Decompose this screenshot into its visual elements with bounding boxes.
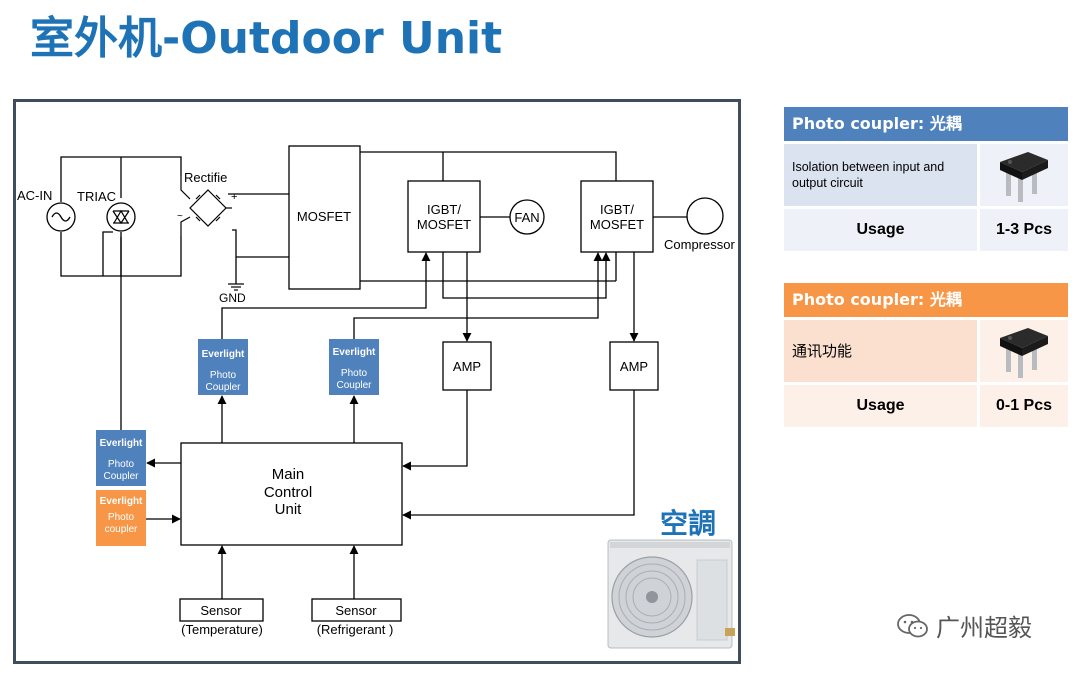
coupler1-brand: Everlight [202, 349, 245, 360]
card2-usage-value: 0-1 Pcs [980, 385, 1068, 427]
page-title: 室外机-Outdoor Unit [30, 13, 503, 64]
igbt-comp-label-2: MOSFET [590, 217, 644, 232]
sensor-refrigerant-block [311, 598, 402, 622]
main-label-1: Main [272, 466, 305, 483]
photo-coupler-4 [96, 490, 146, 546]
photo-coupler-card-1: Photo coupler: 光耦 Isolation between inpu… [784, 107, 1068, 251]
coupler4-line2: coupler [105, 524, 138, 535]
card2-usage-label: Usage [784, 385, 977, 427]
mosfet-label: MOSFET [297, 209, 351, 224]
photo-coupler-1 [198, 339, 248, 395]
main-label-3: Unit [275, 501, 303, 518]
coupler2-line1: Photo [341, 368, 368, 379]
igbt-comp-label-1: IGBT/ [600, 202, 634, 217]
main-control-unit-block [180, 442, 403, 546]
fan-label: FAN [514, 210, 539, 225]
coupler2-line2: Coupler [336, 380, 372, 391]
compressor-label: Compressor [664, 237, 735, 252]
igbt-fan-sense [442, 252, 611, 299]
ac-source-symbol [46, 202, 76, 232]
wechat-icon [897, 613, 928, 637]
igbt-fan-label-1: IGBT/ [427, 202, 461, 217]
coupler3-brand: Everlight [100, 438, 143, 449]
igbt-fan-label-2: MOSFET [417, 217, 471, 232]
coupler2-to-igbt-comp [353, 252, 603, 339]
igbt-compressor-block [580, 180, 654, 253]
coupler4-brand: Everlight [100, 496, 143, 507]
gnd-label: GND [219, 291, 246, 305]
ac-in-label: AC-IN [17, 188, 52, 203]
card1-desc-line2: output circuit [792, 176, 863, 190]
coupler1-to-igbt-fan [221, 252, 431, 339]
bridge-rectifier-symbol [180, 176, 232, 236]
amp-fan-to-mcu [402, 390, 468, 471]
card2-header: Photo coupler: 光耦 [784, 283, 1068, 317]
photo-coupler-card-2: Photo coupler: 光耦 通讯功能 Usage 0-1 Pcs [784, 283, 1068, 427]
coupler2-brand: Everlight [333, 347, 376, 358]
sensor-temp-sub: (Temperature) [181, 622, 263, 637]
rectifier-tilde: ~ [177, 211, 183, 222]
triac-label: TRIAC [77, 189, 116, 204]
compressor-symbol [686, 197, 724, 235]
coupler3-line2: Coupler [103, 471, 139, 482]
coupler1-line1: Photo [210, 370, 237, 381]
rectifier-label: Rectifie [184, 170, 227, 185]
wechat-watermark: 广州超毅 [896, 608, 1032, 643]
coupler3-line1: Photo [108, 459, 135, 470]
main-label-2: Control [264, 484, 312, 501]
watermark-text: 广州超毅 [936, 614, 1032, 642]
card2-photocoupler-image [980, 320, 1068, 382]
air-conditioner-label: 空調 [660, 507, 717, 540]
ground-symbol [228, 283, 244, 291]
diagram-frame [13, 99, 741, 664]
amp-fan-label: AMP [453, 359, 481, 374]
card1-desc-line1: Isolation between input and [792, 160, 945, 174]
coupler1-line2: Coupler [205, 382, 241, 393]
coupler4-line1: Photo [108, 512, 135, 523]
sensor-temp-label: Sensor [200, 603, 242, 618]
card1-usage-value: 1-3 Pcs [980, 209, 1068, 251]
card1-photocoupler-image [980, 144, 1068, 206]
top-bus-wire [360, 151, 617, 181]
card1-header: Photo coupler: 光耦 [784, 107, 1068, 141]
igbt-fan-block [407, 180, 481, 253]
sensor-refr-sub: (Refrigerant ) [317, 622, 394, 637]
amp-comp-to-mcu [402, 390, 635, 520]
air-conditioner-image [607, 539, 735, 649]
triac-symbol [106, 202, 136, 232]
rectifier-dc-minus [232, 229, 237, 284]
photo-coupler-2 [329, 339, 379, 395]
card2-description: 通讯功能 [784, 320, 977, 382]
card1-usage-label: Usage [784, 209, 977, 251]
triac-gate-wire [102, 231, 113, 276]
fan-symbol [509, 199, 545, 235]
sensor-refr-label: Sensor [335, 603, 377, 618]
card1-description: Isolation between input and output circu… [784, 144, 977, 206]
amp-comp-label: AMP [620, 359, 648, 374]
rectifier-plus: + [231, 191, 237, 203]
mosfet-block [288, 145, 361, 290]
photo-coupler-3 [96, 430, 146, 486]
